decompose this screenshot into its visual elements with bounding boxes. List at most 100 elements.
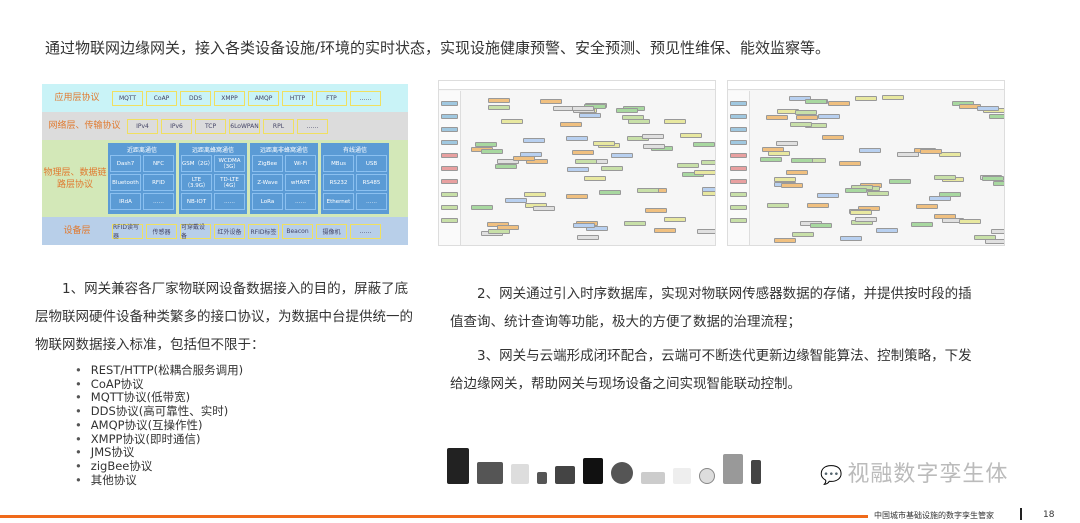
flow-node [579, 113, 602, 119]
flow-node [933, 175, 956, 181]
app-layer-label: 应用层协议 [54, 93, 100, 103]
flow-node [676, 163, 699, 169]
flow-node [882, 95, 905, 101]
protocol-cell: NFC [143, 155, 174, 172]
palette-node [441, 140, 458, 145]
flow-node [628, 119, 651, 125]
protocol-cell: …… [143, 193, 174, 210]
protocol-chip: 可穿戴设备 [180, 223, 211, 240]
flow-node [487, 229, 510, 235]
flow-node [497, 225, 520, 231]
protocol-cell: ZigBee [252, 155, 283, 172]
palette-node [441, 114, 458, 119]
flow-node [600, 165, 623, 171]
paragraph-2: 2、网关通过引入时序数据库，实现对物联网传感器数据的存储，并提供按时段的插值查询… [450, 286, 972, 330]
flow-node [768, 150, 791, 156]
footer-text: 中国城市基础设施的数字孪生管家 [874, 511, 994, 520]
flow-node [565, 193, 588, 199]
protocol-chip: Beacon [282, 223, 313, 239]
group-title: 近距离通信 [126, 147, 157, 154]
protocol-list-item: JMS协议 [75, 446, 243, 460]
flow-node [807, 202, 830, 208]
flow-node [988, 113, 1004, 119]
protocol-chip: MQTT [112, 90, 143, 106]
protocol-list-item: 其他协议 [75, 473, 243, 488]
flow-node [781, 183, 804, 189]
flow-node [919, 148, 942, 154]
flow-node [701, 190, 715, 196]
flow-node [792, 232, 815, 238]
palette-node [730, 114, 747, 119]
protocol-list-item: REST/HTTP(松耦合服务调用) [75, 363, 243, 378]
protocol-cell: LoRa [252, 193, 283, 210]
flow-node [839, 236, 862, 242]
protocol-list: REST/HTTP(松耦合服务调用)CoAP协议MQTT协议(低带宽)DDS协议… [75, 363, 243, 488]
protocol-cell: Ethernet [323, 193, 354, 210]
flow-node [693, 142, 715, 148]
flow-node [481, 148, 504, 154]
flow-node [785, 169, 808, 175]
flow-node [804, 98, 827, 104]
flow-node [934, 213, 957, 219]
palette-node [730, 166, 747, 171]
flow-node [565, 136, 588, 142]
protocol-chip: AMQP [248, 90, 279, 106]
protocol-chip: HTTP [282, 90, 313, 106]
flow-node [573, 222, 596, 228]
flow-node [642, 133, 665, 139]
flow-node [939, 192, 962, 198]
flow-node [599, 189, 622, 195]
protocol-chip: XMPP [214, 90, 245, 106]
protocol-chip: …… [350, 90, 381, 106]
flow-node [774, 177, 797, 183]
flow-node [523, 137, 546, 143]
flow-node [560, 121, 583, 127]
page-title: 通过物联网边缘网关，接入各类设备设施/环境的实时状态，实现设施健康预警、安全预测… [45, 39, 831, 57]
flow-node [788, 95, 811, 101]
protocol-chip: FTP [316, 90, 347, 106]
flow-node [866, 190, 889, 196]
flow-node [501, 118, 524, 124]
flow-node [985, 238, 1004, 244]
protocol-cell: Bluetooth [110, 174, 141, 191]
palette-node [730, 127, 747, 132]
protocol-cell: WCDMA（3G） [214, 155, 245, 172]
protocol-cell: …… [285, 193, 316, 210]
flow-node [938, 151, 961, 157]
flow-node [958, 219, 981, 225]
protocol-list-item: CoAP协议 [75, 377, 243, 392]
flow-node [928, 196, 951, 202]
flow-node [593, 140, 615, 146]
flow-node [474, 141, 497, 147]
palette-node [441, 166, 458, 171]
protocol-cell: RFID [143, 174, 174, 191]
palette-node [441, 153, 458, 158]
flow-node [791, 158, 814, 164]
flow-node [566, 167, 589, 173]
protocol-list-item: XMPP协议(即时通信) [75, 432, 243, 447]
flow-node [505, 197, 528, 203]
palette-node [441, 101, 458, 106]
flow-node [976, 105, 999, 111]
flow-node [767, 202, 790, 208]
flow-node [910, 221, 933, 227]
flow-node [854, 96, 877, 102]
flow-node [624, 221, 647, 227]
protocol-chip: CoAP [146, 90, 177, 106]
flow-node [809, 223, 832, 229]
paragraph-1: 1、网关兼容各厂家物联网设备数据接入的目的，屏蔽了底层物联网硬件设备种类繁多的接… [35, 281, 413, 353]
footer-accent-line [0, 515, 868, 518]
flow-node [584, 176, 607, 182]
protocol-cell: Wi-Fi [285, 155, 316, 172]
flow-node [615, 107, 638, 113]
protocol-list-item: AMQP协议(互操作性) [75, 418, 243, 433]
protocol-chip: RFID读写器 [112, 223, 143, 240]
wechat-icon: 💬 [820, 465, 844, 486]
palette-node [441, 127, 458, 132]
